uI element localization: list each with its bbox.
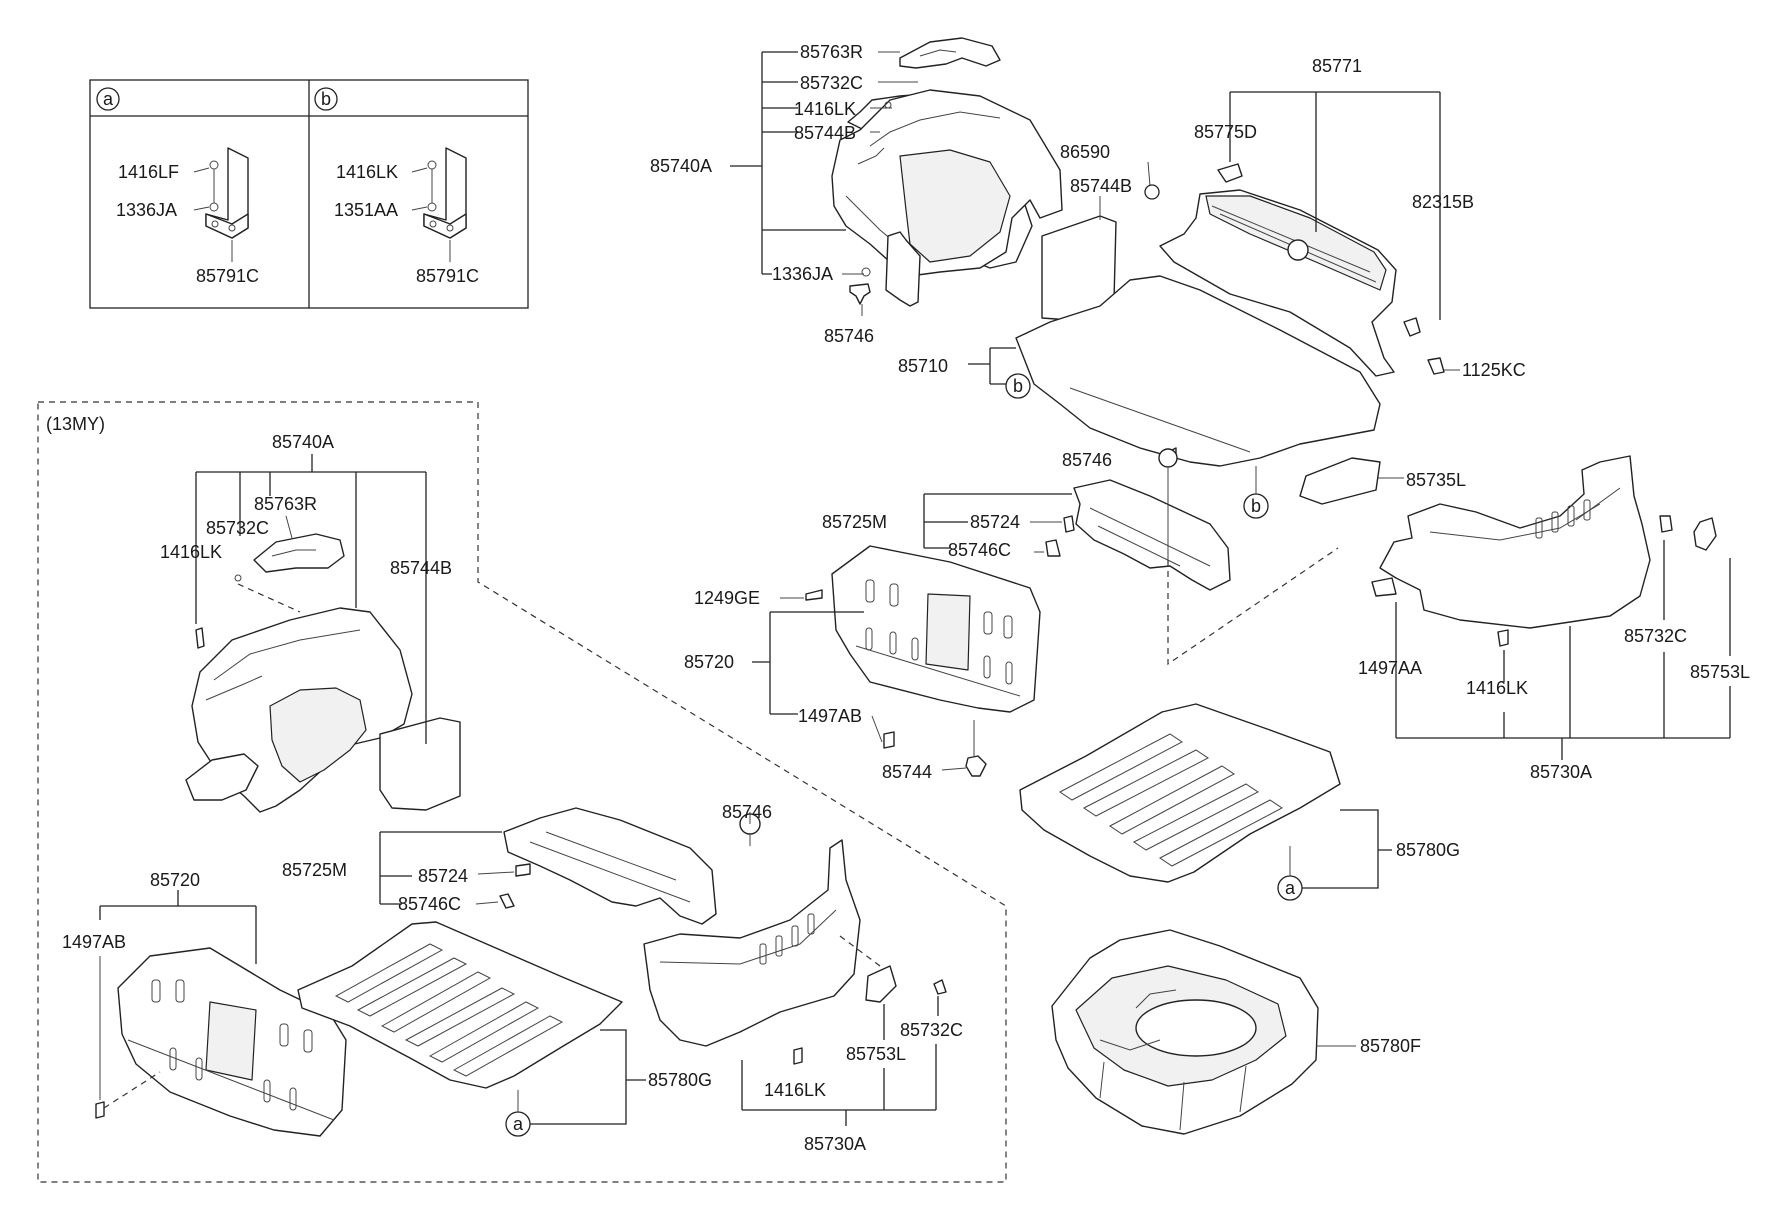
bracket-a-drawing [205,147,249,239]
partition-right-drawing [805,545,1041,777]
callout-85732C: 85732C [800,73,863,93]
variant-13my-region: (13MY) [37,401,1007,1183]
spare-tire-tray-drawing [1051,929,1319,1135]
inset-b-label-3: 85791C [416,266,479,286]
inset-table: a b 1416LF 1336JA 85791C 1416LK 1351AA [89,79,529,309]
v-floor-covering-callouts: 85780G a [505,1029,712,1137]
v-callout-85730A: 85730A [804,1134,866,1154]
v-callout-85732C: 85732C [206,518,269,538]
callout-85735L: 85735L [1406,470,1466,490]
v-callout-85746: 85746 [722,802,772,822]
right-side-trim-callouts: 1497AA 1416LK 85732C 85753L 85730A [1358,540,1750,782]
v-callout-1416LK: 1416LK [160,542,222,562]
callout-85744: 85744 [882,762,932,782]
bracket-b-drawing [423,147,467,239]
inset-b-label-1: 1416LK [336,162,398,182]
trunk-floor-mat-drawing [1015,275,1381,505]
v-floor-covering-drawing [297,921,623,1089]
v-center-support-drawing [499,807,761,925]
callout-85744B: 85744B [794,123,856,143]
marker-b-2-label: b [1251,496,1261,516]
v-callout-85725M: 85725M [282,860,347,880]
callout-1336JA: 1336JA [772,264,833,284]
center-support-right-drawing: 85746 85725M 85724 85746C [822,447,1339,666]
callout-85780F: 85780F [1360,1036,1421,1056]
callout-85724-r: 85724 [970,512,1020,532]
v-callout-85720: 85720 [150,870,200,890]
inset-a-label-3: 85791C [196,266,259,286]
variant-label: (13MY) [46,414,105,434]
v-partition-drawing [95,947,347,1137]
callout-1416LK-r: 1416LK [1466,678,1528,698]
inset-marker-a [96,87,120,111]
trunk-lid-trim-callouts: 85771 85775D 82315B 1125KC [1194,56,1526,380]
inset-a-label-2: 1336JA [116,200,177,220]
callout-85746-mid: 85746 [1062,450,1112,470]
inset-marker-a-label: a [103,89,114,109]
v-callout-1497AB: 1497AB [62,932,126,952]
v-right-side-trim-callouts: 85732C 85753L 1416LK 85730A [741,996,963,1154]
trunk-floor-mat-callouts: 85710 b b 85735L [898,347,1466,519]
v-callout-85724: 85724 [418,866,468,886]
mid-upper-callouts: 86590 85744B [1060,142,1160,220]
v-callout-85763R: 85763R [254,494,317,514]
callout-85720-r: 85720 [684,652,734,672]
callout-85763R: 85763R [800,42,863,62]
marker-a-1-label: a [1285,878,1296,898]
marker-a-2-label: a [513,1114,524,1134]
floor-covering-right-callouts: 85780G a [1277,809,1460,901]
left-side-trim-top-callouts: 85763R 85732C 1416LK 85744B 85740A 1336J… [650,42,918,346]
marker-b-1 [1005,373,1031,399]
callout-1249GE: 1249GE [694,588,760,608]
v-callout-85753L: 85753L [846,1044,906,1064]
inset-a-label-1: 1416LF [118,162,179,182]
callout-86590: 86590 [1060,142,1110,162]
v-callout-85780G: 85780G [648,1070,712,1090]
partition-right-callouts: 1249GE 85720 1497AB 85744 [684,588,975,782]
v-partition-callouts: 85720 1497AB [62,870,257,1100]
callout-1125KC: 1125KC [1462,360,1526,380]
v-callout-85746C: 85746C [398,894,461,914]
callout-85730A-r: 85730A [1530,762,1592,782]
inset-b-label-2: 1351AA [334,200,398,220]
v-callout-85740A: 85740A [272,432,334,452]
callout-85753L-r: 85753L [1690,662,1750,682]
v-right-side-trim-drawing [643,839,947,1065]
callout-85780G-r: 85780G [1396,840,1460,860]
callout-82315B: 82315B [1412,192,1474,212]
callout-85740A: 85740A [650,156,712,176]
callout-1497AB-r: 1497AB [798,706,862,726]
callout-85710: 85710 [898,356,948,376]
v-callout-1416LK-b: 1416LK [764,1080,826,1100]
right-side-trim-drawing [1371,455,1717,647]
callout-85725M-r: 85725M [822,512,887,532]
callout-1497AA: 1497AA [1358,658,1422,678]
left-side-trim-top-drawing [831,37,1117,321]
callout-85746-top: 85746 [824,326,874,346]
floor-covering-right-drawing [1019,703,1341,883]
v-left-side-trim-drawing [185,533,461,813]
v-callout-85732C-b: 85732C [900,1020,963,1040]
spare-tire-tray-callouts: 85780F [1316,1036,1421,1056]
inset-marker-b [314,87,338,111]
inset-marker-b-label: b [321,89,331,109]
callout-85771: 85771 [1312,56,1362,76]
marker-b-1-label: b [1013,376,1023,396]
callout-85732C-r: 85732C [1624,626,1687,646]
trunk-lid-trim-drawing [1159,163,1445,377]
v-callout-85744B: 85744B [390,558,452,578]
callout-85746C-r: 85746C [948,540,1011,560]
v-left-side-trim-callouts: 85740A 85763R 85732C 1416LK 85744B [160,432,452,744]
callout-85775D: 85775D [1194,122,1257,142]
callout-1416LK: 1416LK [794,99,856,119]
v-center-support-callouts: 85725M 85724 85746C 85746 [282,802,772,914]
callout-85744B-mid: 85744B [1070,176,1132,196]
